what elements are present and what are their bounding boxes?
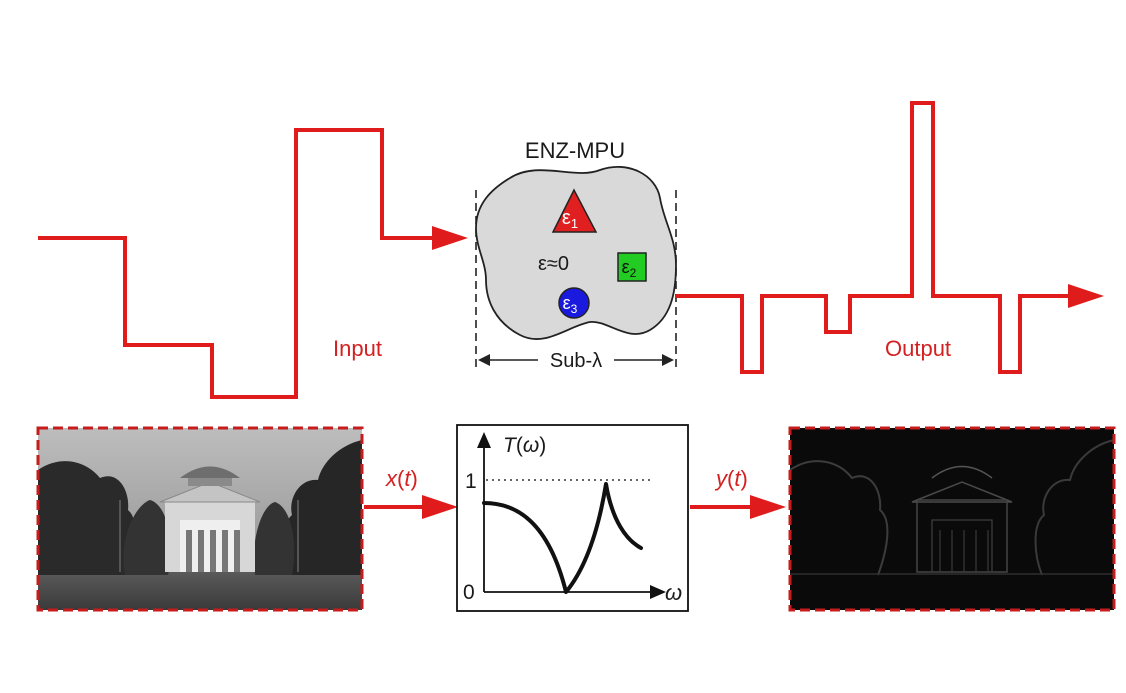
inclusion-circle: ε3 [558,287,590,319]
transfer-y-tick-top: 1 [465,470,477,493]
input-image-frame [36,426,364,612]
output-signal-arrowhead [750,495,786,519]
input-signal-arrowhead [422,495,458,519]
inclusion-3-symbol: ε [563,293,571,313]
output-image-panel [789,428,1115,610]
input-waveform [38,128,432,399]
inclusion-2-symbol: ε [622,257,630,277]
output-signal-label: y(t) [714,466,748,491]
transfer-function-plot [456,424,689,612]
output-image-frame [788,426,1116,612]
transmission-curve [482,482,643,594]
output-waveform [676,101,1070,374]
inclusion-3-subscript: 3 [571,302,578,316]
inclusion-square: ε2 [617,252,647,282]
size-dimension-arrow [478,354,674,366]
input-image-panel [38,428,362,610]
transfer-y-tick-origin: 0 [463,581,475,604]
input-signal-label: x(t) [385,466,418,491]
output-arrowhead [1068,284,1104,308]
host-permittivity-label: ε≈0 [538,253,569,275]
inclusion-1-symbol: ε [562,207,571,229]
inclusion-1-subscript: 1 [571,216,578,231]
input-label: Input [333,336,382,361]
size-label: Sub-λ [550,350,602,372]
svg-text:ε3: ε3 [563,293,578,316]
inclusion-2-subscript: 2 [630,266,637,280]
svg-text:ε2: ε2 [622,257,637,280]
input-arrowhead [432,226,468,250]
enz-blob [475,165,677,340]
device-label: ENZ-MPU [525,138,625,163]
output-label: Output [885,336,951,361]
svg-text:ε1: ε1 [562,207,578,231]
transfer-x-axis-symbol: ω [665,580,682,605]
inclusion-triangle: ε1 [551,188,598,233]
transfer-axis-title: T(ω) [503,434,546,457]
